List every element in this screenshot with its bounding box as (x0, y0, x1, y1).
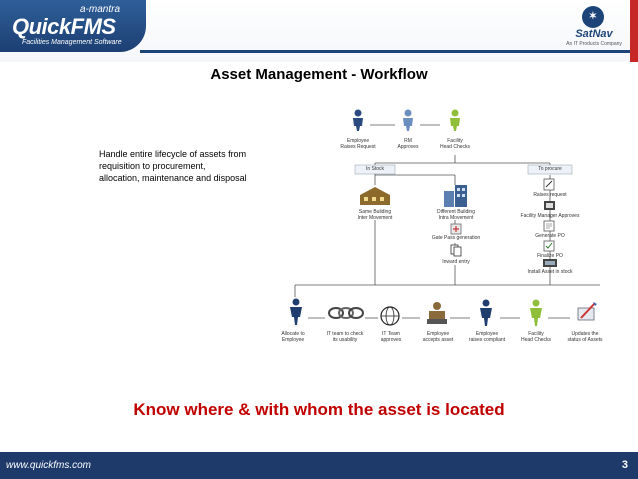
node-label: IT team to check its usability (326, 331, 364, 343)
install-asset-icon (543, 259, 557, 267)
header-accent-bar (630, 0, 638, 62)
satnav-globe-icon: ✶ (582, 6, 604, 28)
approve-icon (544, 201, 555, 210)
node-label: Inward entry (442, 259, 470, 265)
node-label: Employee accepts asset (422, 331, 454, 343)
gate-pass-icon (450, 223, 462, 235)
node-label: Install Asset in stock (527, 269, 573, 275)
satnav-name: SatNav (575, 28, 613, 40)
employee-person-icon (353, 109, 363, 131)
node-label: Finalize PO (537, 253, 563, 259)
node-label: Gate Pass generation (431, 235, 481, 241)
facility-head-person-icon (450, 109, 460, 131)
node-label: Updates the status of Assets (567, 331, 603, 343)
quickfms-logo: a-mantra QuickFMS Facilities Management … (0, 0, 146, 52)
slide-footer: www.quickfms.com 3 (0, 452, 638, 479)
inward-entry-icon (450, 244, 462, 257)
node-label: Employee raises compliant (468, 331, 506, 343)
node-label: RM Approves (397, 138, 419, 150)
facility-head-check-person-icon (530, 299, 542, 326)
description-line: allocation, maintenance and disposal (99, 173, 247, 183)
globe-icon (380, 306, 400, 326)
tagline: Know where & with whom the asset is loca… (133, 400, 505, 419)
description: Handle entire lifecycle of assets from r… (99, 148, 299, 184)
update-status-icon (577, 302, 597, 321)
finalize-po-icon (543, 240, 555, 252)
employee-complaint-person-icon (480, 299, 492, 326)
employee-desk-icon (427, 302, 447, 324)
node-label: Raises request (533, 192, 567, 198)
page-title: Asset Management - Workflow (210, 66, 428, 83)
generate-po-icon (543, 220, 555, 232)
node-label: Generate PO (535, 233, 565, 239)
node-label: Different Building Intra Movement (437, 209, 475, 221)
buildings-icon (444, 185, 467, 207)
logo-brand-main: QuickFMS (12, 14, 116, 39)
branch-in-stock: In Stock (365, 166, 385, 172)
building-icon (360, 187, 390, 205)
satnav-tagline: An IT Products Company (566, 41, 622, 47)
slide-header: a-mantra QuickFMS Facilities Management … (0, 0, 638, 62)
website-link[interactable]: www.quickfms.com (6, 460, 92, 471)
node-label: Allocate to Employee (281, 331, 305, 343)
description-line: requisition to procurement, (99, 161, 206, 171)
header-divider (140, 50, 630, 53)
page-number: 3 (621, 459, 628, 471)
raise-request-icon (543, 178, 555, 191)
workflow-diagram: In Stock To procure Employee Raises Requ… (270, 105, 610, 375)
satnav-logo: ✶ SatNav An IT Products Company (566, 6, 622, 50)
logo-brand-top: a-mantra (80, 4, 121, 15)
node-label: Facility Head Checks (520, 331, 551, 343)
node-label: Same Building Inter Movement (357, 209, 393, 221)
node-label: IT Team approves (380, 331, 402, 343)
rm-person-icon (403, 109, 413, 131)
chain-icon (328, 307, 364, 319)
branch-to-procure: To procure (538, 166, 562, 172)
node-label: Facility Head Checks (439, 138, 470, 150)
node-label: Facility Manager Approves (520, 213, 580, 219)
logo-brand-sub: Facilities Management Software (22, 39, 122, 46)
description-line: Handle entire lifecycle of assets from (99, 149, 247, 159)
allocate-person-icon (290, 298, 302, 325)
node-label: Employee Raises Request (340, 138, 376, 150)
